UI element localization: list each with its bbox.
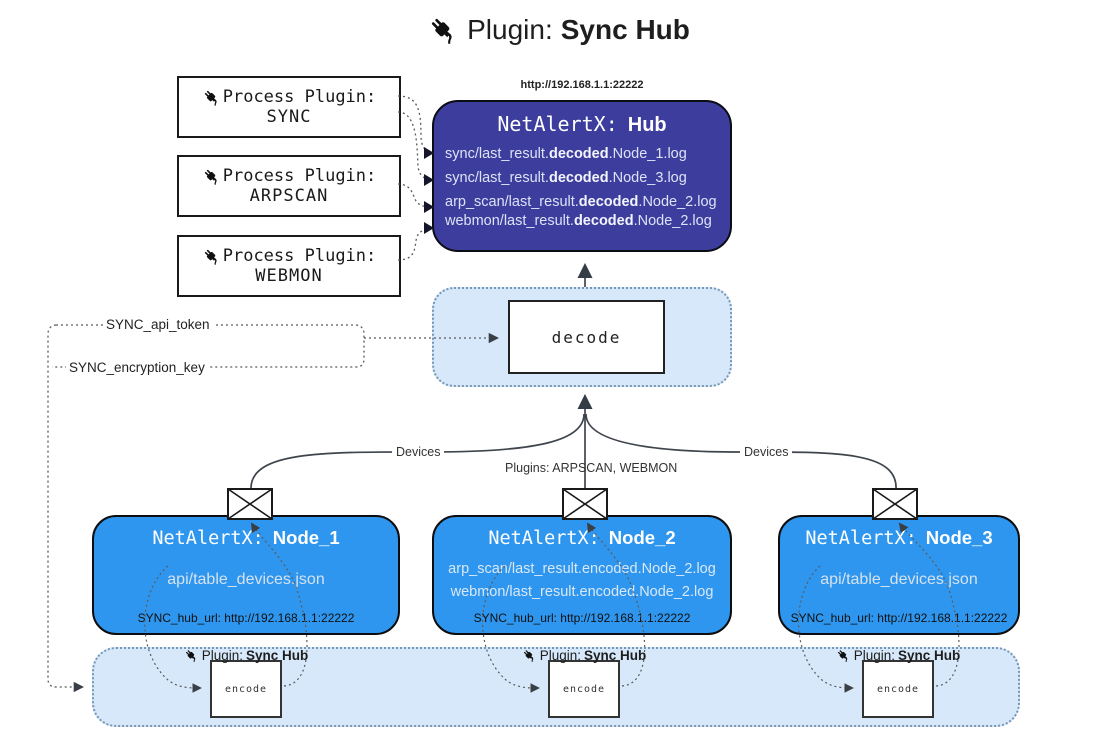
node-hub-url: SYNC_hub_url: http://192.168.1.1:22222 bbox=[473, 611, 691, 625]
log-text: webmon/last_result. bbox=[445, 213, 574, 229]
node-file: webmon/last_result.encoded.Node_2.log bbox=[450, 583, 714, 600]
node-2-box: NetAlertX: Node_2 arp_scan/last_result.e… bbox=[432, 515, 732, 635]
node-1-box: NetAlertX: Node_1 api/table_devices.json… bbox=[92, 515, 400, 635]
process-plugin-webmon-box: Process Plugin: WEBMON bbox=[177, 235, 401, 297]
hub-log-line: sync/last_result.decoded.Node_1.log bbox=[434, 146, 730, 162]
process-plugin-name: SYNC bbox=[266, 107, 312, 127]
encoder-plugin-label: Plugin: Sync Hub bbox=[184, 648, 309, 663]
process-plugin-sync-box: Process Plugin: SYNC bbox=[177, 76, 401, 138]
log-text: .Node_1.log bbox=[608, 146, 687, 162]
title-prefix: Plugin: bbox=[467, 14, 553, 45]
encoder-plugin-prefix: Plugin: bbox=[201, 648, 244, 663]
log-text: .Node_3.log bbox=[608, 170, 687, 186]
encoder-plugin-name: Sync Hub bbox=[584, 648, 647, 663]
node-title-name: Node_2 bbox=[608, 527, 676, 548]
encode-box: encode bbox=[862, 660, 934, 718]
envelope-icon bbox=[227, 488, 273, 520]
hub-url-label: http://192.168.1.1:22222 bbox=[520, 79, 644, 91]
encoder-plugin-prefix: Plugin: bbox=[853, 648, 896, 663]
sync-encryption-key-label: SYNC_encryption_key bbox=[66, 360, 208, 375]
node-files: arp_scan/last_result.encoded.Node_2.log … bbox=[434, 549, 730, 611]
process-plugin-arpscan-box: Process Plugin: ARPSCAN bbox=[177, 155, 401, 217]
devices-right-label: Devices bbox=[740, 445, 793, 459]
plug-icon bbox=[202, 88, 221, 107]
node-files: api/table_devices.json bbox=[94, 549, 398, 611]
encoder-plugin-name: Sync Hub bbox=[898, 648, 961, 663]
plug-icon bbox=[202, 167, 221, 186]
node-title-prefix: NetAlertX: bbox=[805, 528, 917, 549]
encode-box: encode bbox=[548, 660, 620, 718]
decode-box: decode bbox=[508, 300, 665, 374]
encoder-plugin-name: Sync Hub bbox=[246, 648, 309, 663]
node-3-box: NetAlertX: Node_3 api/table_devices.json… bbox=[778, 515, 1020, 635]
hub-log-line: webmon/last_result.decoded.Node_2.log bbox=[434, 213, 730, 229]
process-plugin-label: Process Plugin: bbox=[222, 87, 377, 107]
plugins-center-label: Plugins: ARPSCAN, WEBMON bbox=[505, 461, 678, 475]
log-bold: decoded bbox=[548, 170, 609, 186]
log-text: sync/last_result. bbox=[445, 146, 549, 162]
node-files: api/table_devices.json bbox=[780, 549, 1018, 611]
node-hub-url: SYNC_hub_url: http://192.168.1.1:22222 bbox=[790, 611, 1008, 625]
envelope-icon bbox=[562, 488, 608, 520]
hub-box: NetAlertX: Hub sync/last_result.decoded.… bbox=[432, 100, 732, 252]
hub-log-line: arp_scan/last_result.decoded.Node_2.log bbox=[434, 194, 730, 210]
plug-icon bbox=[202, 247, 221, 266]
log-text: arp_scan/last_result. bbox=[445, 194, 579, 210]
hub-title-name: Hub bbox=[627, 114, 667, 136]
hub-log-line: sync/last_result.decoded.Node_3.log bbox=[434, 170, 730, 186]
hub-title: NetAlertX: Hub bbox=[434, 112, 730, 137]
encoder-plugin-prefix: Plugin: bbox=[539, 648, 582, 663]
envelope-icon bbox=[872, 488, 918, 520]
title-name: Sync Hub bbox=[560, 14, 690, 45]
encoder-plugin-label: Plugin: Sync Hub bbox=[522, 648, 647, 663]
encoder-plugin-label: Plugin: Sync Hub bbox=[836, 648, 961, 663]
log-bold: decoded bbox=[573, 213, 634, 229]
process-plugin-name: WEBMON bbox=[255, 266, 323, 286]
node-file: api/table_devices.json bbox=[820, 571, 978, 588]
plug-icon bbox=[427, 14, 459, 46]
plugin-connector-lines bbox=[397, 95, 434, 261]
process-plugin-label: Process Plugin: bbox=[222, 166, 377, 186]
node-title: NetAlertX: Node_2 bbox=[434, 527, 730, 549]
node-title: NetAlertX: Node_1 bbox=[94, 527, 398, 549]
plug-icon bbox=[184, 648, 199, 663]
process-plugin-label: Process Plugin: bbox=[222, 246, 377, 266]
node-hub-url: SYNC_hub_url: http://192.168.1.1:22222 bbox=[137, 611, 355, 625]
plug-icon bbox=[522, 648, 537, 663]
node-title-name: Node_3 bbox=[925, 527, 993, 548]
devices-left-label: Devices bbox=[392, 445, 445, 459]
plug-icon bbox=[836, 648, 851, 663]
log-text: sync/last_result. bbox=[445, 170, 549, 186]
log-bold: decoded bbox=[548, 146, 609, 162]
encode-box: encode bbox=[210, 660, 282, 718]
process-plugin-name: ARPSCAN bbox=[249, 186, 329, 206]
node-title-name: Node_1 bbox=[272, 527, 340, 548]
page-title: Plugin: Sync Hub bbox=[0, 14, 1117, 46]
node-title-prefix: NetAlertX: bbox=[488, 528, 600, 549]
log-text: .Node_2.log bbox=[638, 194, 717, 210]
node-file: api/table_devices.json bbox=[167, 571, 325, 588]
log-text: .Node_2.log bbox=[633, 213, 712, 229]
hub-title-prefix: NetAlertX: bbox=[497, 112, 618, 136]
log-bold: decoded bbox=[578, 194, 639, 210]
node-file: arp_scan/last_result.encoded.Node_2.log bbox=[448, 560, 716, 577]
sync-api-token-label: SYNC_api_token bbox=[103, 317, 213, 332]
node-title-prefix: NetAlertX: bbox=[152, 528, 264, 549]
node-title: NetAlertX: Node_3 bbox=[780, 527, 1018, 549]
